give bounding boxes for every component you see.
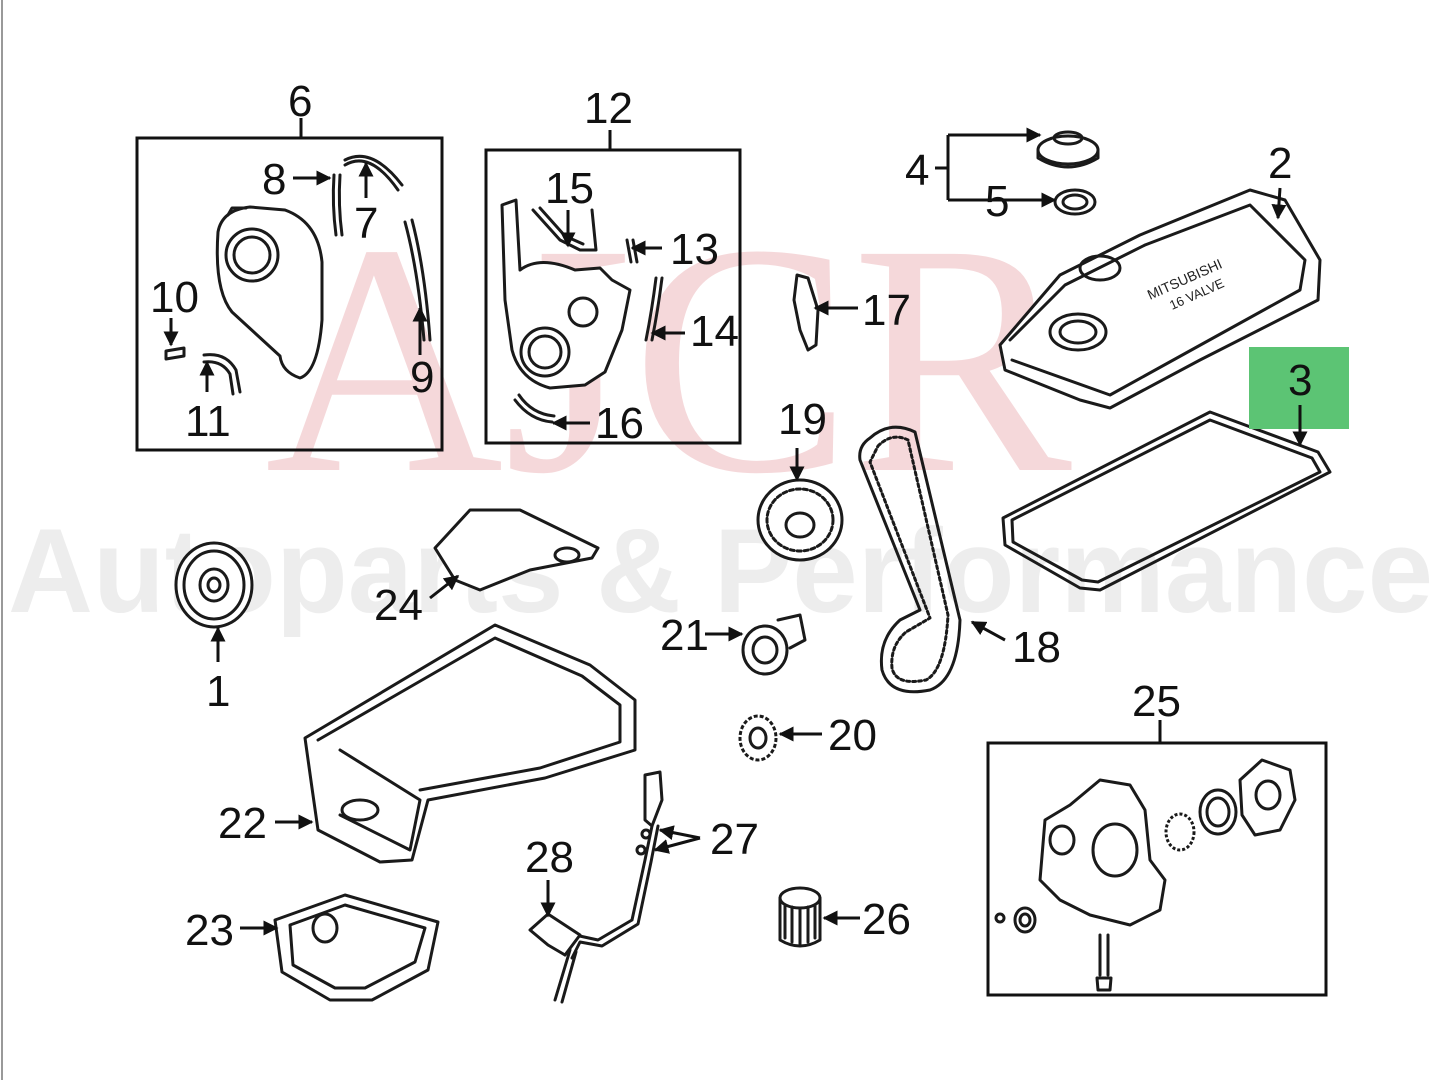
callout-18[interactable]: 18 [1012, 623, 1061, 672]
callout-21[interactable]: 21 [660, 611, 709, 660]
oil-filler-cap-4 [1036, 130, 1100, 169]
lower-oil-pan-23 [273, 893, 440, 1002]
callout-23[interactable]: 23 [185, 906, 234, 955]
oil-pan-22 [303, 623, 637, 864]
gasket-15 [531, 208, 598, 252]
upper-timing-cover [215, 205, 324, 380]
callout-10[interactable]: 10 [150, 273, 199, 322]
callout-6[interactable]: 6 [288, 77, 312, 126]
callout-9[interactable]: 9 [410, 353, 434, 402]
callout-8[interactable]: 8 [262, 155, 286, 204]
crank-pulley-1 [174, 541, 254, 629]
pump-seal [1013, 906, 1037, 934]
callout-19[interactable]: 19 [778, 395, 827, 444]
seal-27a [640, 828, 652, 840]
valve-cover-gasket-3 [1001, 410, 1332, 592]
oil-filter-26 [778, 886, 822, 948]
tensioner-21 [741, 613, 807, 676]
group-25-oil-pump [986, 720, 1328, 997]
timing-belt-18 [858, 425, 962, 694]
crank-sprocket-20 [738, 714, 778, 762]
group-12-lower-cover [484, 130, 742, 445]
group-6-timing-cover [135, 118, 444, 452]
leader-lines [163, 127, 1308, 936]
callout-13[interactable]: 13 [670, 225, 719, 274]
bracket-17 [792, 273, 820, 352]
seal-9 [403, 220, 426, 342]
pump-cover [1238, 758, 1297, 837]
callout-20[interactable]: 20 [828, 711, 877, 760]
callout-14[interactable]: 14 [690, 307, 739, 356]
callout-12[interactable]: 12 [584, 84, 633, 133]
callout-3[interactable]: 3 [1288, 356, 1312, 405]
callout-5[interactable]: 5 [985, 177, 1009, 226]
callout-24[interactable]: 24 [374, 581, 423, 630]
seal-14 [644, 276, 658, 342]
callout-1[interactable]: 1 [206, 667, 230, 716]
seal-11 [202, 353, 242, 394]
group-box-12 [484, 148, 742, 445]
callout-7[interactable]: 7 [354, 199, 378, 248]
baffle-plate-24 [433, 508, 600, 592]
callout-17[interactable]: 17 [862, 286, 911, 335]
callout-4[interactable]: 4 [905, 146, 929, 195]
seal-8 [331, 173, 338, 237]
oil-pump-housing [1038, 778, 1167, 927]
dipstick-28 [528, 770, 664, 1004]
cam-sprocket-19 [756, 478, 844, 562]
group-box-25 [986, 741, 1328, 997]
pump-relief-plug [1098, 933, 1110, 977]
valve-cover-2: MITSUBISHI 16 VALVE [998, 188, 1322, 410]
callout-labels: 6 8 7 9 10 11 12 15 13 14 16 17 4 5 2 3 … [150, 77, 1312, 955]
callout-27[interactable]: 27 [710, 815, 759, 864]
callout-25[interactable]: 25 [1132, 677, 1181, 726]
callout-16[interactable]: 16 [595, 399, 644, 448]
bolt-10 [164, 346, 186, 361]
pump-gear-inner [1164, 812, 1196, 852]
seal-13 [625, 238, 633, 264]
callout-28[interactable]: 28 [525, 833, 574, 882]
callout-22[interactable]: 22 [218, 799, 267, 848]
pump-gear-outer [1198, 788, 1238, 836]
seal-27b [635, 844, 647, 856]
callout-2[interactable]: 2 [1268, 139, 1292, 188]
seal-16 [513, 398, 554, 424]
watermark-brand: AJCR [265, 177, 1074, 542]
callout-26[interactable]: 26 [862, 895, 911, 944]
callout-15[interactable]: 15 [545, 164, 594, 213]
group-box-6 [135, 136, 444, 452]
callout-11[interactable]: 11 [185, 397, 231, 446]
